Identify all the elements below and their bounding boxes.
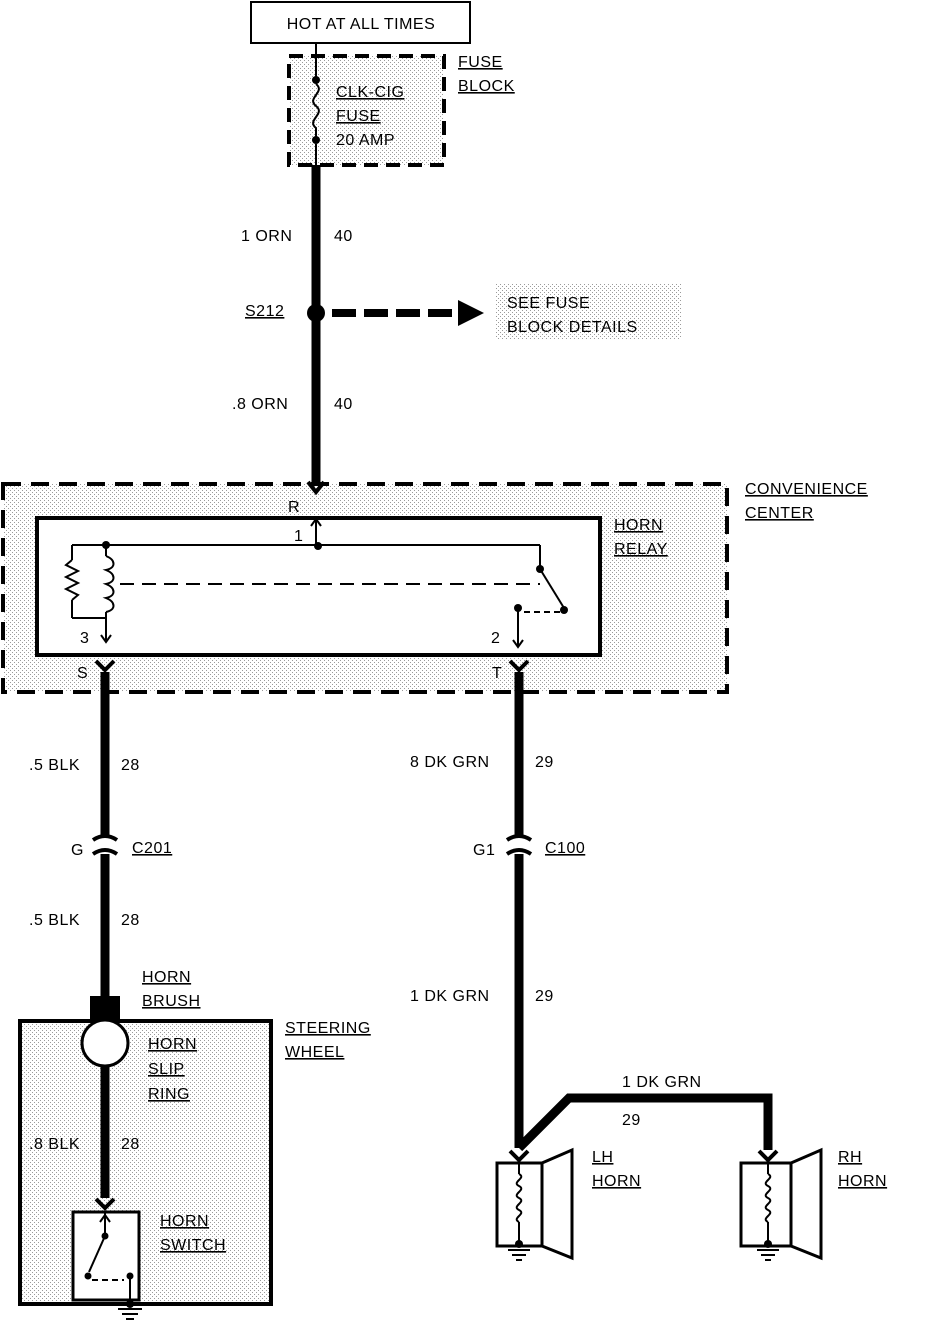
power-source-box: HOT AT ALL TIMES xyxy=(250,1,471,44)
wire2-circuit: 40 xyxy=(334,396,353,413)
wire3-gauge: .5 BLK xyxy=(29,757,80,774)
c201-id: C201 xyxy=(132,840,172,857)
relay-contact-icon xyxy=(512,568,568,649)
horn-switch-label-line1: HORN xyxy=(160,1213,209,1230)
splice-note-line2: BLOCK DETAILS xyxy=(507,319,638,336)
relay-coil-icon xyxy=(63,544,115,644)
slip-ring-label-line2: SLIP xyxy=(148,1061,185,1078)
wire3-circuit: 28 xyxy=(121,757,140,774)
convenience-center-label-line1: CONVENIENCE xyxy=(745,481,868,498)
wire1-circuit: 40 xyxy=(334,228,353,245)
terminal-s-connector xyxy=(94,659,116,673)
horn-switch-icon xyxy=(84,1212,134,1296)
fuse-name-line2: FUSE xyxy=(336,108,381,125)
terminal-r-label: R xyxy=(288,499,300,516)
c100-id: C100 xyxy=(545,840,585,857)
fuse-terminal-bottom xyxy=(312,136,320,144)
splice-s212: S212 SEE FUSE BLOCK DETAILS xyxy=(245,284,682,340)
relay-pin2-label: 2 xyxy=(491,630,500,647)
wire7-gauge: 1 DK GRN xyxy=(410,988,490,1005)
wire6-circuit: 29 xyxy=(535,754,554,771)
lh-horn-label-line1: LH xyxy=(592,1149,613,1166)
lh-horn: LH HORN xyxy=(495,1147,641,1261)
terminal-t-connector xyxy=(508,659,530,673)
steering-wheel-label-line2: WHEEL xyxy=(285,1044,344,1061)
steering-wheel-label-line1: STEERING xyxy=(285,1020,371,1037)
horn-switch-label-line2: SWITCH xyxy=(160,1237,226,1254)
convenience-center-label-line2: CENTER xyxy=(745,505,814,522)
fuse-terminal-top xyxy=(312,76,320,84)
connector-c201: G C201 xyxy=(71,834,172,859)
convenience-center: CONVENIENCE CENTER R HORN RELAY 1 xyxy=(1,480,868,694)
rh-horn-label-line2: HORN xyxy=(838,1173,887,1190)
horn-relay-box xyxy=(35,516,602,657)
fuse-block: CLK-CIG FUSE 20 AMP FUSE BLOCK xyxy=(287,43,515,167)
rh-horn-label-line1: RH xyxy=(838,1149,862,1166)
slip-ring-label-line3: RING xyxy=(148,1086,190,1103)
horn-relay-label-line1: HORN xyxy=(614,517,663,534)
wire7-circuit: 29 xyxy=(535,988,554,1005)
rh-horn-coil-icon xyxy=(764,1173,772,1223)
pin3-arrow-icon xyxy=(100,634,112,644)
terminal-t-label: T xyxy=(492,665,502,682)
fuse-icon xyxy=(312,83,320,138)
coil-winding-icon xyxy=(102,555,115,613)
horn-switch-connector xyxy=(94,1197,116,1211)
splice-note-line1: SEE FUSE xyxy=(507,295,590,312)
horn-slip-ring-icon xyxy=(80,1018,130,1068)
wire6-gauge: 8 DK GRN xyxy=(410,754,490,771)
rh-horn: RH HORN xyxy=(739,1147,887,1261)
fuse-name-line1: CLK-CIG xyxy=(336,84,404,101)
wire2-gauge: .8 ORN xyxy=(232,396,288,413)
horn-brush-label-line1: HORN xyxy=(142,969,191,986)
lh-horn-label-line2: HORN xyxy=(592,1173,641,1190)
horn-brush xyxy=(90,996,120,1020)
wire5-circuit: 28 xyxy=(121,1136,140,1153)
pin2-arrow-icon xyxy=(512,639,524,649)
wire4-circuit: 28 xyxy=(121,912,140,929)
fuse-block-label-line1: FUSE xyxy=(458,54,503,71)
relay-pin1-label: 1 xyxy=(294,528,303,545)
wire8-gauge: 1 DK GRN xyxy=(622,1074,702,1091)
splice-dot xyxy=(307,304,325,322)
wire8-circuit: 29 xyxy=(622,1112,641,1129)
horn-relay-label-line2: RELAY xyxy=(614,541,668,558)
resistor-icon xyxy=(63,559,81,601)
ground-icon xyxy=(118,1296,142,1320)
slip-ring-label-line1: HORN xyxy=(148,1036,197,1053)
fuse-block-label-line2: BLOCK xyxy=(458,78,515,95)
c201-pin-label: G xyxy=(71,842,84,859)
power-source-label: HOT AT ALL TIMES xyxy=(287,16,436,33)
horn-brush-label-line2: BRUSH xyxy=(142,993,201,1010)
fuse-rating: 20 AMP xyxy=(336,132,395,149)
wire4-gauge: .5 BLK xyxy=(29,912,80,929)
lh-horn-coil-icon xyxy=(515,1173,523,1223)
pin1-arrow-icon xyxy=(310,517,322,527)
wire1-gauge: 1 ORN xyxy=(241,228,292,245)
connector-c100: G1 C100 xyxy=(473,834,585,859)
steering-wheel: STEERING WHEEL HORN SLIP RING .8 BLK 28 xyxy=(18,1018,371,1320)
relay-pin3-label: 3 xyxy=(80,630,89,647)
lh-horn-bell-icon xyxy=(540,1147,574,1261)
arrow-right-icon xyxy=(458,300,484,326)
rh-horn-bell-icon xyxy=(789,1147,823,1261)
c100-pin-label: G1 xyxy=(473,842,495,859)
terminal-s-label: S xyxy=(77,665,88,682)
dk-grn-wire-29-branch xyxy=(515,1093,773,1152)
splice-id: S212 xyxy=(245,303,284,320)
terminal-r-connector xyxy=(306,480,326,496)
wire5-gauge: .8 BLK xyxy=(29,1136,80,1153)
splice-note-shade xyxy=(496,284,682,340)
